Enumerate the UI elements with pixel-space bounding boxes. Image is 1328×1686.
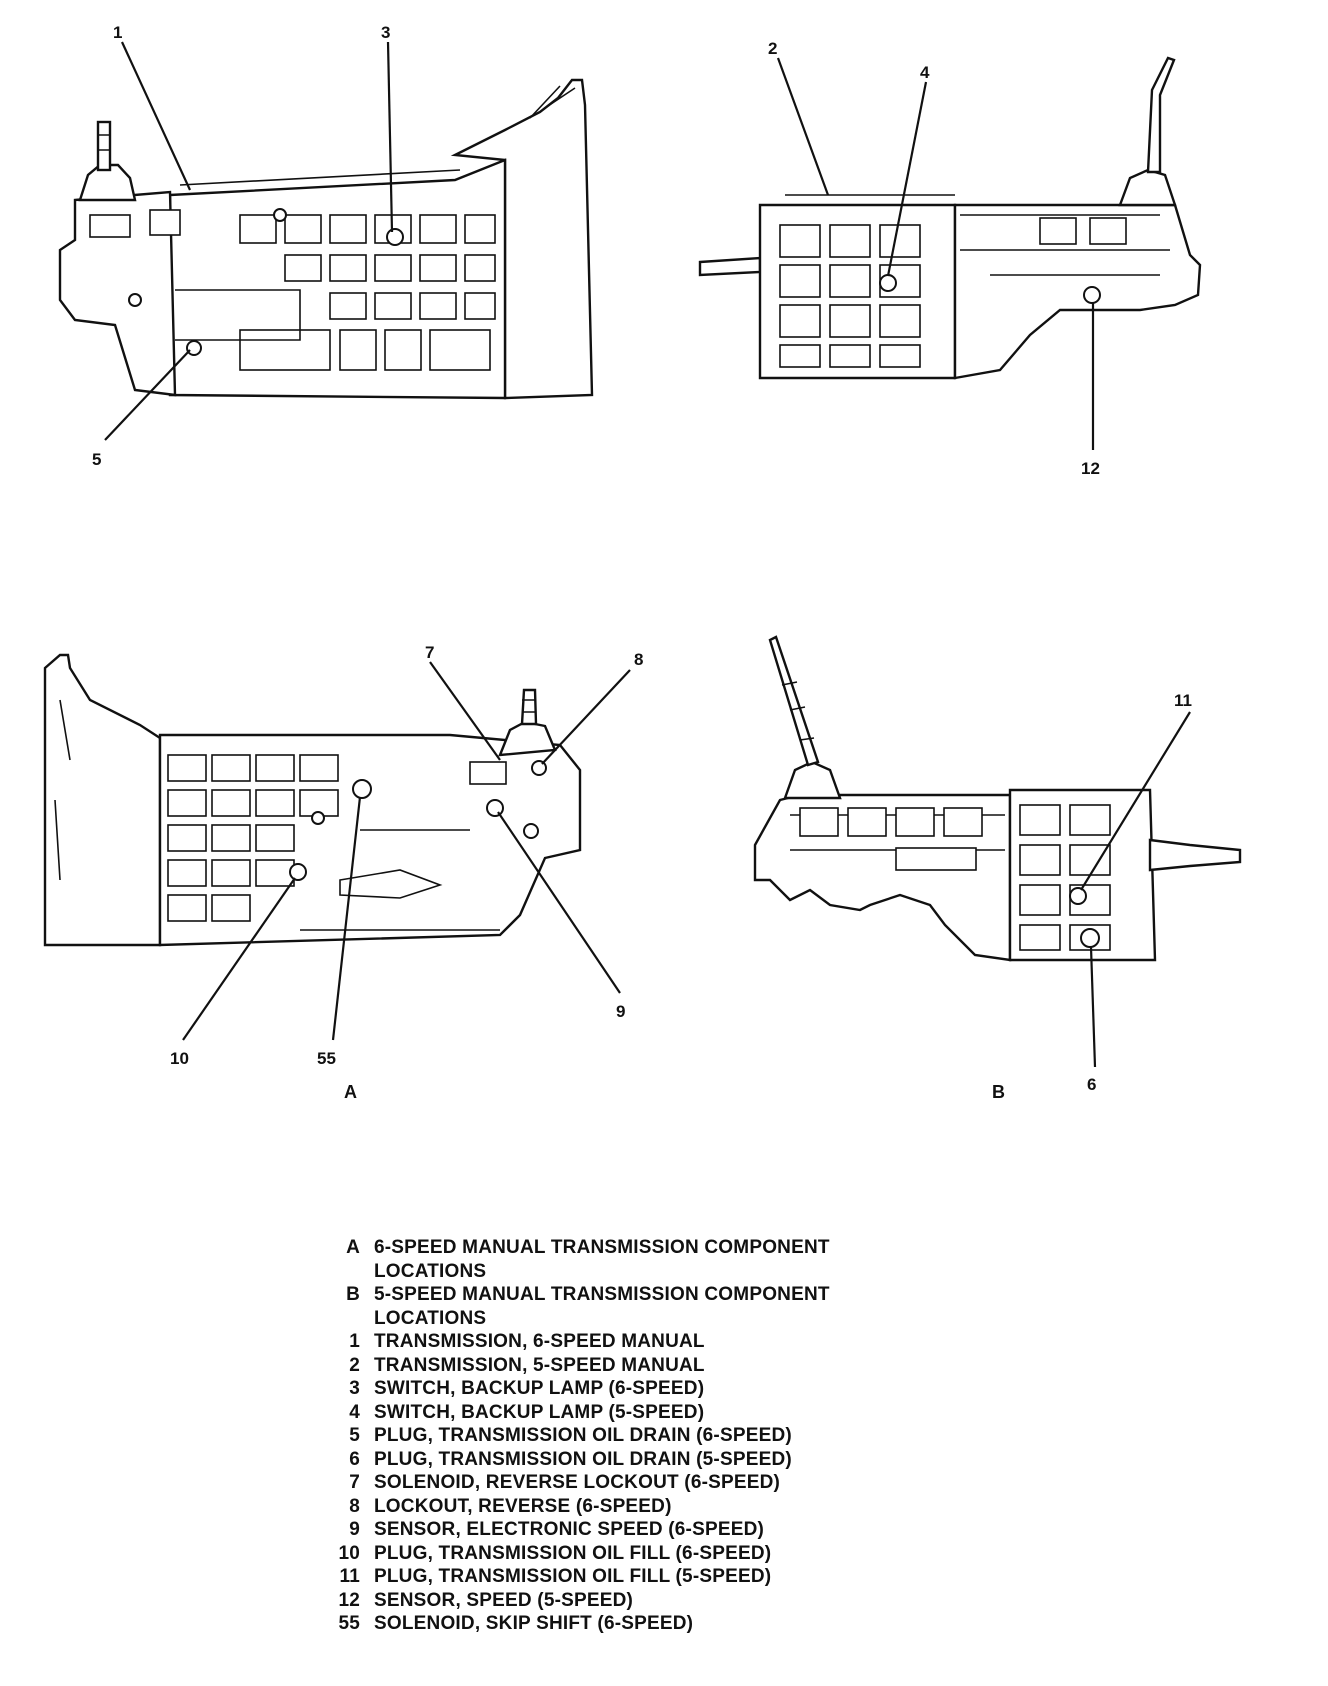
legend-description: TRANSMISSION, 6-SPEED MANUAL <box>374 1331 705 1352</box>
leader-4 <box>886 81 928 277</box>
legend-key <box>330 1307 374 1331</box>
legend-key: 4 <box>349 1401 360 1423</box>
legend-key: 11 <box>339 1566 360 1587</box>
legend-description: SOLENOID, REVERSE LOCKOUT (6-SPEED) <box>374 1472 781 1493</box>
leader-55 <box>331 796 362 1041</box>
leader-11 <box>1080 711 1191 891</box>
leader-7 <box>429 661 501 761</box>
view-5speed-side-1 <box>698 56 1202 380</box>
callout-6: 6 <box>1087 1075 1096 1094</box>
legend-key: 2 <box>349 1354 360 1376</box>
legend-row: 55 SOLENOID, SKIP SHIFT (6-SPEED) <box>330 1612 970 1636</box>
legend-description: SENSOR, ELECTRONIC SPEED (6-SPEED) <box>374 1519 765 1540</box>
callout-1: 1 <box>113 23 122 42</box>
legend-row: 8 LOCKOUT, REVERSE (6-SPEED) <box>330 1495 970 1519</box>
legend-key: 7 <box>349 1472 360 1493</box>
legend-row: 6 PLUG, TRANSMISSION OIL DRAIN (5-SPEED) <box>330 1448 970 1472</box>
legend-key: 9 <box>349 1519 360 1540</box>
callout-9: 9 <box>616 1002 625 1021</box>
callout-11: 11 <box>1174 691 1192 710</box>
legend-description: PLUG, TRANSMISSION OIL DRAIN (5-SPEED) <box>374 1448 792 1470</box>
legend-key: 5 <box>349 1425 360 1446</box>
leader-6 <box>1089 946 1097 1068</box>
transmission-diagram: 1 3 5 2 4 12 <box>43 23 1242 1102</box>
legend-row: LOCATIONS <box>330 1307 970 1331</box>
legend-row: 2 TRANSMISSION, 5-SPEED MANUAL <box>330 1354 970 1378</box>
legend-description: LOCATIONS <box>374 1307 487 1329</box>
legend-description: PLUG, TRANSMISSION OIL DRAIN (6-SPEED) <box>374 1425 792 1446</box>
legend-description: TRANSMISSION, 5-SPEED MANUAL <box>374 1354 705 1376</box>
legend-description: SENSOR, SPEED (5-SPEED) <box>374 1589 634 1611</box>
legend-description: LOCATIONS <box>374 1260 487 1282</box>
view-6speed-side-2 <box>43 653 582 947</box>
leader-10 <box>182 877 296 1041</box>
legend-description: 6-SPEED MANUAL TRANSMISSION COMPONENT <box>374 1237 830 1258</box>
legend-row: 12 SENSOR, SPEED (5-SPEED) <box>330 1589 970 1613</box>
callout-12: 12 <box>1081 459 1100 478</box>
leader-1 <box>121 41 191 191</box>
legend-description: PLUG, TRANSMISSION OIL FILL (5-SPEED) <box>374 1566 772 1587</box>
legend-description: LOCKOUT, REVERSE (6-SPEED) <box>374 1495 672 1517</box>
legend-row: 4 SWITCH, BACKUP LAMP (5-SPEED) <box>330 1401 970 1425</box>
legend-row: LOCATIONS <box>330 1260 970 1284</box>
view-label-b: B <box>992 1082 1005 1102</box>
legend-row: 10 PLUG, TRANSMISSION OIL FILL (6-SPEED) <box>330 1542 970 1566</box>
legend-key: 3 <box>349 1378 360 1399</box>
leader-2 <box>776 57 830 196</box>
legend-key: A <box>346 1237 360 1258</box>
legend-key: 55 <box>338 1613 360 1634</box>
legend-row: 11 PLUG, TRANSMISSION OIL FILL (5-SPEED) <box>330 1565 970 1589</box>
legend-row: 5 PLUG, TRANSMISSION OIL DRAIN (6-SPEED) <box>330 1424 970 1448</box>
callout-3: 3 <box>381 23 390 42</box>
legend-key: 12 <box>338 1589 360 1611</box>
legend-key: 6 <box>349 1448 360 1470</box>
callout-7: 7 <box>425 643 434 662</box>
leader-5 <box>104 349 191 441</box>
legend-key: 10 <box>338 1542 360 1564</box>
legend-key: B <box>346 1284 360 1305</box>
legend-description: SWITCH, BACKUP LAMP (6-SPEED) <box>374 1378 705 1399</box>
legend-key: 1 <box>349 1331 360 1352</box>
callout-55: 55 <box>317 1049 336 1068</box>
callout-2: 2 <box>768 39 777 58</box>
view-6speed-side-1 <box>58 78 594 400</box>
leader-9 <box>497 811 621 994</box>
legend-row: 7 SOLENOID, REVERSE LOCKOUT (6-SPEED) <box>330 1471 970 1495</box>
callout-10: 10 <box>170 1049 189 1068</box>
callout-5: 5 <box>92 450 101 469</box>
leader-3 <box>386 41 394 233</box>
legend-key: 8 <box>349 1495 360 1517</box>
legend-row: 3 SWITCH, BACKUP LAMP (6-SPEED) <box>330 1377 970 1401</box>
legend-description: 5-SPEED MANUAL TRANSMISSION COMPONENT <box>374 1284 830 1305</box>
view-5speed-side-2 <box>753 635 1242 962</box>
legend-description: SWITCH, BACKUP LAMP (5-SPEED) <box>374 1401 705 1423</box>
view-label-a: A <box>344 1082 357 1102</box>
legend-key <box>330 1260 374 1284</box>
legend-row: 1 TRANSMISSION, 6-SPEED MANUAL <box>330 1330 970 1354</box>
legend-row: A 6-SPEED MANUAL TRANSMISSION COMPONENT <box>330 1236 970 1260</box>
legend-description: SOLENOID, SKIP SHIFT (6-SPEED) <box>374 1613 694 1634</box>
legend-row: B 5-SPEED MANUAL TRANSMISSION COMPONENT <box>330 1283 970 1307</box>
callout-8: 8 <box>634 650 643 669</box>
legend-description: PLUG, TRANSMISSION OIL FILL (6-SPEED) <box>374 1542 772 1564</box>
legend-row: 9 SENSOR, ELECTRONIC SPEED (6-SPEED) <box>330 1518 970 1542</box>
leader-8 <box>541 669 631 765</box>
callout-4: 4 <box>920 63 930 82</box>
